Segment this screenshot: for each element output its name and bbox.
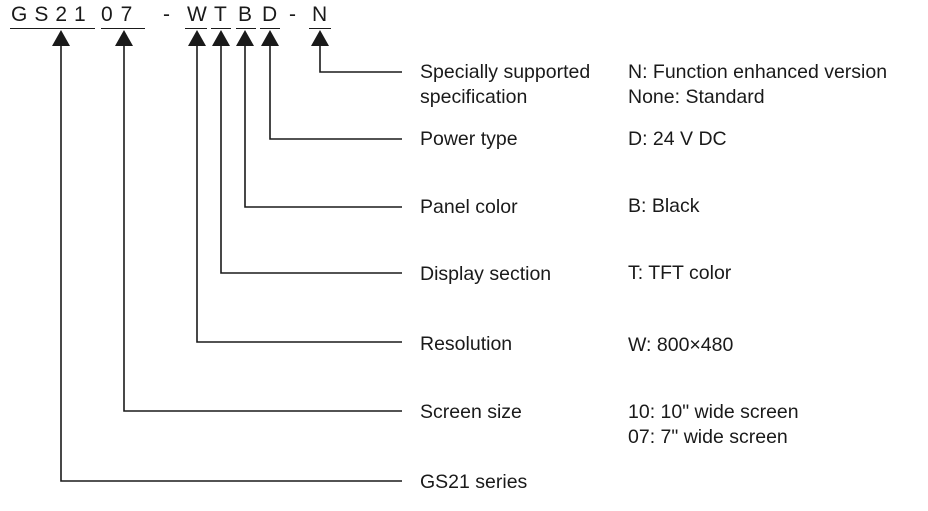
label-line: Specially supported — [420, 61, 591, 83]
connector-display — [220, 44, 402, 274]
value-specially-supported: N: Function enhanced version None: Stand… — [628, 60, 887, 110]
code-series: GS21 — [11, 3, 93, 26]
code-panel: B — [238, 3, 253, 26]
arrowhead-panel — [236, 30, 254, 46]
value-line: 07: 7" wide screen — [628, 426, 788, 448]
connector-panel — [244, 44, 402, 208]
arrowhead-size — [115, 30, 133, 46]
arrowhead-power — [261, 30, 279, 46]
label-panel-color: Panel color — [420, 196, 518, 218]
value-display-section: T: TFT color — [628, 262, 732, 284]
connector-series — [60, 44, 402, 482]
underline-power — [260, 28, 280, 30]
value-line: N: Function enhanced version — [628, 61, 888, 83]
arrowhead-series — [52, 30, 70, 46]
label-screen-size: Screen size — [420, 401, 522, 423]
connector-power — [269, 44, 402, 140]
code-power: D — [262, 3, 278, 26]
value-resolution: W: 800×480 — [628, 334, 734, 356]
label-line: specification — [420, 86, 528, 108]
code-dash-2: - — [289, 3, 296, 26]
label-resolution: Resolution — [420, 333, 513, 355]
underline-spec — [309, 28, 331, 30]
underline-resolution — [185, 28, 207, 30]
value-panel-color: B: Black — [628, 195, 700, 217]
label-gs21-series: GS21 series — [420, 471, 528, 493]
underline-display — [211, 28, 231, 30]
label-power-type: Power type — [420, 128, 518, 150]
value-line: None: Standard — [628, 86, 765, 108]
code-size: 07 — [101, 3, 141, 26]
underline-panel — [236, 28, 256, 30]
arrowhead-spec — [311, 30, 329, 46]
value-screen-size: 10: 10" wide screen 07: 7" wide screen — [628, 400, 799, 450]
underline-series — [10, 28, 95, 30]
code-resolution: W — [187, 3, 207, 26]
value-line: 10: 10" wide screen — [628, 401, 799, 423]
arrowhead-resolution — [188, 30, 206, 46]
underline-size — [101, 28, 145, 30]
connector-resolution — [196, 44, 402, 343]
arrowhead-display — [212, 30, 230, 46]
label-display-section: Display section — [420, 263, 552, 285]
connector-size — [123, 44, 402, 412]
code-dash-1: - — [163, 3, 170, 26]
value-power-type: D: 24 V DC — [628, 128, 727, 150]
label-specially-supported: Specially supported specification — [420, 60, 590, 110]
connector-spec — [319, 44, 402, 73]
code-spec: N — [312, 3, 328, 26]
code-display: T — [214, 3, 227, 26]
